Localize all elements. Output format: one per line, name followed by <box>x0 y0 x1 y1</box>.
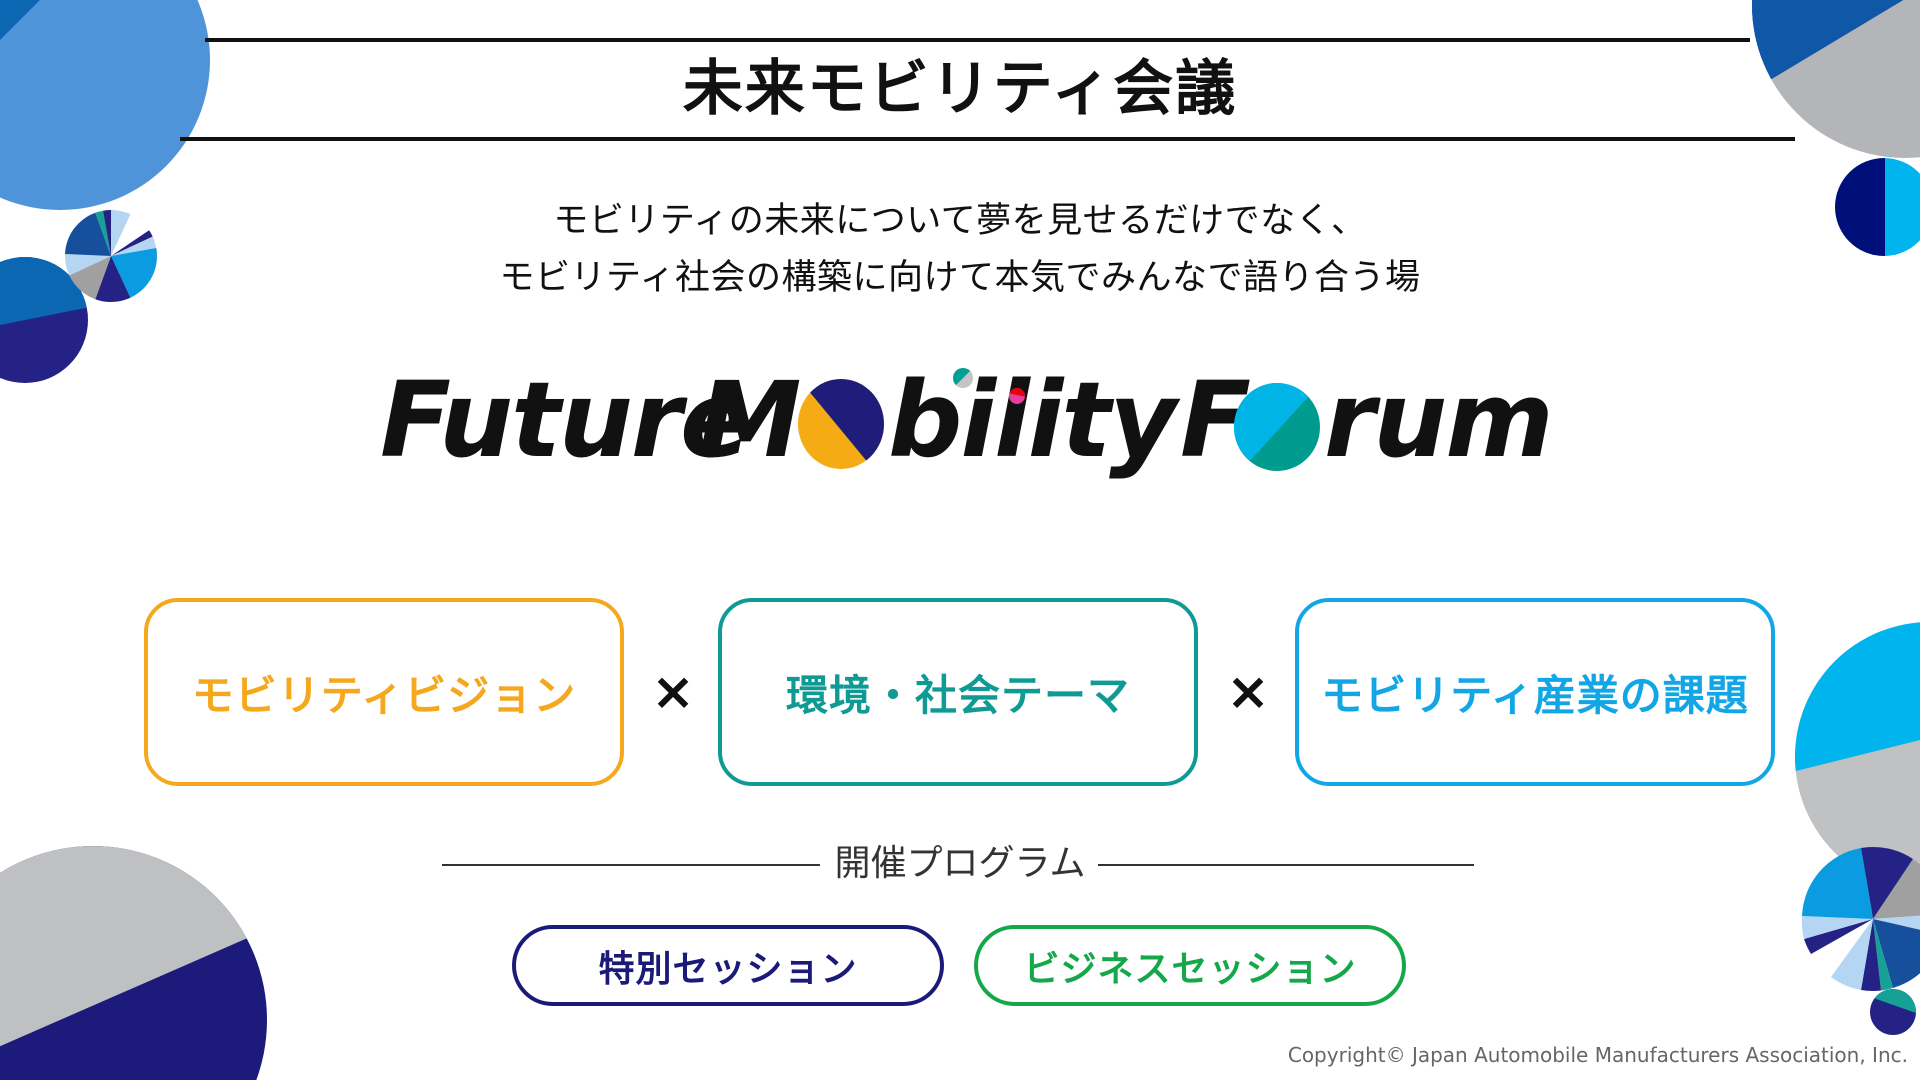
pie-top-left <box>64 210 157 302</box>
circle-top-right <box>1752 0 1920 158</box>
copyright-notice: Copyright© Japan Automobile Manufacturer… <box>1287 1043 1908 1067</box>
mobility-o-icon <box>798 379 884 469</box>
tagline-line-2: モビリティ社会の構築に向けて本気でみんなで語り合う場 <box>499 258 1421 298</box>
program-heading: 開催プログラム <box>834 843 1086 884</box>
circle-right-middle <box>1795 622 1920 892</box>
pie-bottom-right <box>1801 846 1920 991</box>
pill-label: 特別セッション <box>598 948 858 990</box>
future-mobility-forum-logo: Future M bility F rum <box>380 359 1554 500</box>
theme-label: 環境・社会テーマ <box>785 670 1130 720</box>
multiply-icon: × <box>1226 662 1270 722</box>
forum-o-icon <box>1234 383 1320 471</box>
title-rule-top <box>205 38 1750 42</box>
logo-word-bility: bility <box>888 359 1177 481</box>
circle-top-left <box>0 0 210 210</box>
circle-top-right-small <box>1835 158 1920 256</box>
theme-label: モビリティ産業の課題 <box>1321 670 1749 720</box>
program-divider-left <box>442 864 820 866</box>
special-session-button[interactable]: 特別セッション <box>512 925 944 1006</box>
program-divider-right <box>1098 864 1474 866</box>
circle-left-middle <box>0 257 88 383</box>
logo-word-rum: rum <box>1324 359 1554 481</box>
i-dot-icon <box>1009 388 1025 404</box>
theme-box-mobility-vision: モビリティビジョン <box>144 598 624 786</box>
theme-label: モビリティビジョン <box>191 670 577 720</box>
theme-box-mobility-industry: モビリティ産業の課題 <box>1295 598 1775 786</box>
page-title: 未来モビリティ会議 <box>682 54 1238 124</box>
pill-label: ビジネスセッション <box>1023 948 1357 990</box>
business-session-button[interactable]: ビジネスセッション <box>974 925 1406 1006</box>
tagline-line-1: モビリティの未来について夢を見せるだけでなく、 <box>553 201 1367 241</box>
theme-box-environment-society: 環境・社会テーマ <box>718 598 1198 786</box>
circle-bottom-right-small <box>1870 989 1916 1035</box>
circle-bottom-left <box>0 846 267 1080</box>
logo-letter-m: M <box>698 359 801 481</box>
logo-word-future: Future <box>380 359 751 481</box>
multiply-icon: × <box>651 662 695 722</box>
title-rule-bottom <box>180 137 1795 141</box>
i-dot-icon <box>953 368 973 388</box>
